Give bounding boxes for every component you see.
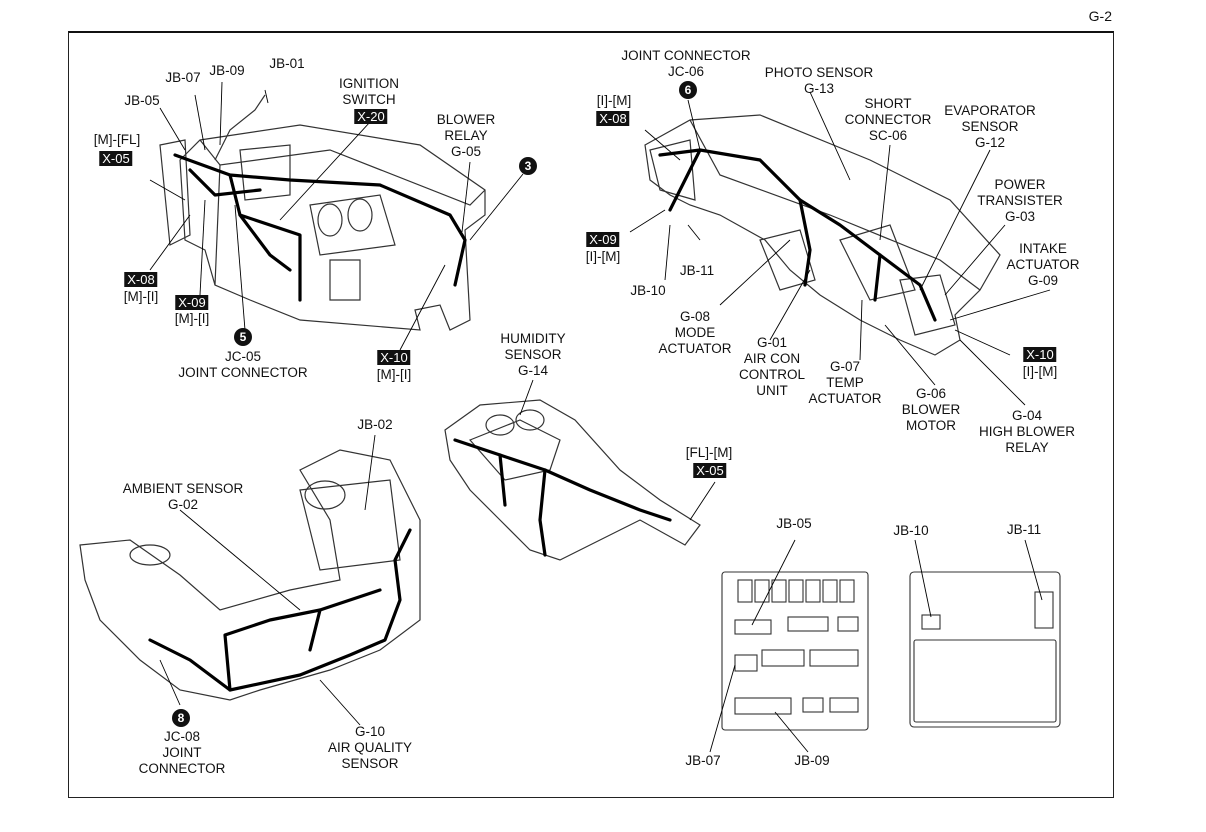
code-x-08-left: X-08	[124, 272, 158, 287]
label-photo-sensor: PHOTO SENSOR G-13	[764, 65, 874, 96]
label-ignition-switch: IGNITION SWITCH	[339, 76, 399, 107]
label-jb-11-box: JB-11	[1006, 522, 1042, 537]
badge-5: 5	[234, 328, 252, 346]
label-ambient-sensor: AMBIENT SENSOR G-02	[122, 481, 244, 512]
label-jb-09-box: JB-09	[794, 753, 830, 768]
label-evaporator-sensor: EVAPORATOR SENSOR G-12	[944, 103, 1036, 150]
label-m-i-3: [M]-[I]	[376, 367, 412, 382]
code-x-10-right: X-10	[1023, 347, 1057, 362]
code-x-09-left: X-09	[175, 295, 209, 310]
junction-box-jb05-illustration	[709, 539, 869, 753]
code-x-10-left: X-10	[377, 350, 411, 365]
code-x-09-right: X-09	[586, 232, 620, 247]
label-jb-05-box: JB-05	[776, 516, 812, 531]
label-m-fl: [M]-[FL]	[93, 132, 141, 147]
badge-3: 3	[519, 157, 537, 175]
label-high-blower-relay: G-04 HIGH BLOWER RELAY	[978, 408, 1076, 455]
label-power-transister: POWER TRANSISTER G-03	[977, 177, 1063, 224]
label-air-con-control-unit: G-01 AIR CON CONTROL UNIT	[738, 335, 806, 398]
code-x-20: X-20	[354, 109, 388, 124]
code-x-05-middle: X-05	[693, 463, 727, 478]
label-humidity-sensor: HUMIDITY SENSOR G-14	[500, 331, 566, 378]
label-jb-01: JB-01	[269, 56, 305, 71]
label-jc-05-joint-connector: JC-05 JOINT CONNECTOR	[178, 349, 308, 380]
code-x-05-left: X-05	[99, 151, 133, 166]
label-m-i-2: [M]-[I]	[174, 311, 210, 326]
label-joint-connector-jc-06: JOINT CONNECTOR JC-06	[621, 48, 751, 79]
label-air-quality-sensor: G-10 AIR QUALITY SENSOR	[327, 724, 413, 771]
label-fl-m: [FL]-[M]	[685, 445, 733, 460]
label-temp-actuator: G-07 TEMP ACTUATOR	[808, 359, 882, 406]
label-jb-07: JB-07	[165, 70, 201, 85]
label-jb-07-box: JB-07	[685, 753, 721, 768]
label-i-m-3: [I]-[M]	[1022, 364, 1058, 379]
label-i-m-2: [I]-[M]	[585, 249, 621, 264]
label-jb-10-top: JB-10	[630, 283, 666, 298]
label-short-connector: SHORT CONNECTOR SC-06	[844, 96, 932, 143]
label-jb-02: JB-02	[357, 417, 393, 432]
label-jb-11-top: JB-11	[679, 263, 715, 278]
label-mode-actuator: G-08 MODE ACTUATOR	[658, 309, 732, 356]
label-i-m-1: [I]-[M]	[596, 93, 632, 108]
hvac-module-illustration	[629, 91, 1051, 406]
label-jb-05: JB-05	[124, 93, 160, 108]
label-intake-actuator: INTAKE ACTUATOR G-09	[1006, 241, 1080, 288]
label-blower-relay: BLOWER RELAY G-05	[436, 112, 496, 159]
badge-8: 8	[172, 709, 190, 727]
floor-harness-illustration	[444, 379, 716, 561]
instrument-panel-left-illustration	[149, 81, 524, 351]
junction-box-jb10-jb11-illustration	[909, 539, 1061, 728]
label-jb-10-box: JB-10	[893, 523, 929, 538]
label-blower-motor: G-06 BLOWER MOTOR	[901, 386, 961, 433]
engine-compartment-illustration	[79, 434, 421, 726]
code-x-08-right: X-08	[596, 111, 630, 126]
label-jb-09: JB-09	[209, 63, 245, 78]
diagram-frame	[68, 31, 1114, 798]
label-m-i-1: [M]-[I]	[123, 289, 159, 304]
label-jc-08-joint-connector: JC-08 JOINT CONNECTOR	[138, 729, 226, 776]
page-number: G-2	[1088, 8, 1112, 24]
badge-6: 6	[679, 81, 697, 99]
